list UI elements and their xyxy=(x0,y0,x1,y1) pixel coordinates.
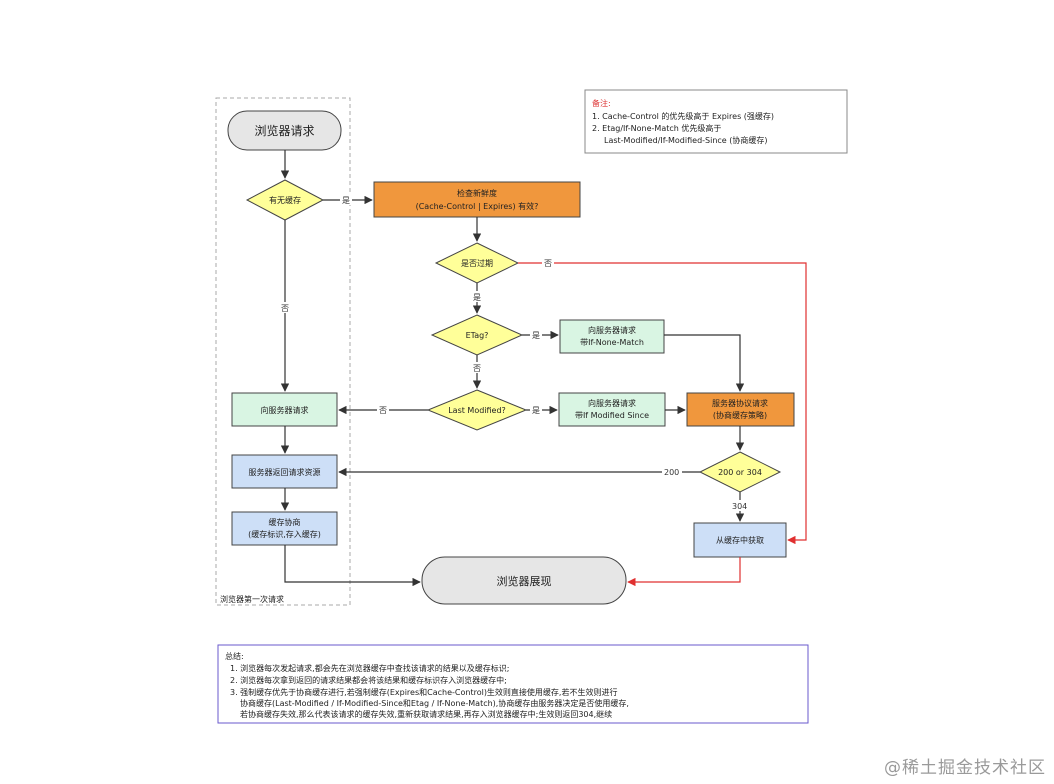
has-cache-label: 有无缓存 xyxy=(269,195,301,205)
edge-store-end xyxy=(284,545,421,587)
summary-line-4: 协商缓存(Last-Modified / If-Modified-Since和E… xyxy=(240,698,629,708)
request-inm-line1: 向服务器请求 xyxy=(588,325,636,335)
request-ims-box xyxy=(558,392,666,427)
note-line-3: Last-Modified/If-Modified-Since (协商缓存) xyxy=(604,135,768,145)
from-cache-box xyxy=(693,522,787,558)
label-yes-hascache: 是 xyxy=(342,196,350,205)
summary-line-5: 若协商缓存失效,那么代表该请求的缓存失效,重新获取请求结果,再存入浏览器缓存中;… xyxy=(240,709,612,719)
server-response-label: 服务器返回请求资源 xyxy=(249,467,321,477)
summary-box xyxy=(217,644,809,724)
edge-fromcache-end xyxy=(627,557,741,587)
label-yes-etag: 是 xyxy=(532,331,540,340)
negotiate-box xyxy=(686,392,795,427)
edge-inm-negotiate xyxy=(664,334,745,392)
etag-label: ETag? xyxy=(466,331,489,340)
last-modified-decision xyxy=(426,389,528,431)
status-code-label: 200 or 304 xyxy=(718,468,762,477)
negotiate-line1: 服务器协议请求 xyxy=(712,398,768,408)
label-no-lastmod: 否 xyxy=(379,406,387,415)
request-server-box xyxy=(231,392,338,427)
label-no-expired: 否 xyxy=(544,259,552,268)
expired-label: 是否过期 xyxy=(461,258,493,268)
request-inm-line2: 带If-None-Match xyxy=(580,338,644,347)
summary-title: 总结: xyxy=(225,651,244,661)
request-ims-line2: 带If Modified Since xyxy=(575,411,649,420)
label-yes-lastmod: 是 xyxy=(532,406,540,415)
negotiate-line2: (协商缓存策略) xyxy=(713,410,767,420)
start-label: 浏览器请求 xyxy=(254,123,314,138)
cache-store-box xyxy=(231,511,338,546)
label-no-hascache: 否 xyxy=(281,304,289,313)
request-ims-line1: 向服务器请求 xyxy=(588,398,636,408)
first-request-label: 浏览器第一次请求 xyxy=(220,594,284,604)
server-response-box xyxy=(231,454,338,489)
edge-expired-fromcache xyxy=(518,262,807,545)
watermark: @稀土掘金技术社区 xyxy=(884,758,1046,778)
note-line-2: 2. Etag/If-None-Match 优先级高于 xyxy=(592,123,721,133)
check-freshness-box xyxy=(373,181,581,218)
summary-line-1: 1. 浏览器每次发起请求,都会先在浏览器缓存中查找该请求的结果以及缓存标识; xyxy=(230,663,509,673)
end-label: 浏览器展现 xyxy=(497,574,552,588)
check-freshness-line2: (Cache-Control | Expires) 有效? xyxy=(416,201,539,211)
summary-line-2: 2. 浏览器每次拿到返回的请求结果都会将该结果和缓存标识存入浏览器缓存中; xyxy=(230,675,507,685)
label-code-200: 200 xyxy=(664,468,679,477)
note-line-1: 1. Cache-Control 的优先级高于 Expires (强缓存) xyxy=(592,111,774,121)
last-modified-label: Last Modified? xyxy=(448,406,506,415)
first-request-region xyxy=(215,97,351,606)
cache-store-line1: 缓存协商 xyxy=(269,517,301,527)
request-inm-box xyxy=(559,319,665,354)
cache-store-line2: (缓存标识,存入缓存) xyxy=(248,529,321,539)
label-yes-expired: 是 xyxy=(473,293,481,302)
check-freshness-line1: 检查新鲜度 xyxy=(457,188,497,198)
request-server-label: 向服务器请求 xyxy=(261,405,309,415)
label-no-etag: 否 xyxy=(473,364,481,373)
from-cache-label: 从缓存中获取 xyxy=(716,535,764,545)
end-node xyxy=(421,556,627,605)
label-code-304: 304 xyxy=(732,502,747,511)
note-box xyxy=(584,89,848,154)
note-title: 备注: xyxy=(592,98,611,108)
summary-line-3: 3. 强制缓存优先于协商缓存进行,若强制缓存(Expires和Cache-Con… xyxy=(230,687,617,697)
